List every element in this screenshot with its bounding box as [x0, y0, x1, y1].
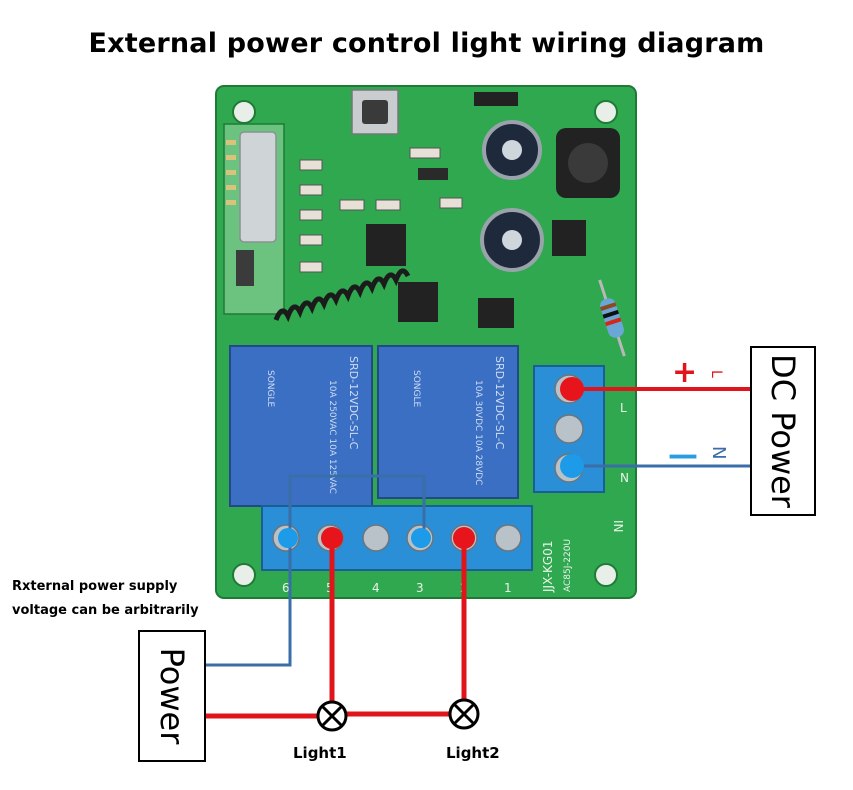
dc-power-box: DC Power — [750, 346, 816, 516]
note-line-1: Rxternal power supply — [12, 579, 178, 594]
terminal-number: 3 — [416, 581, 424, 595]
relay-1-model: SRD-12VDC-SL-C — [347, 356, 360, 450]
ic-chip — [478, 298, 514, 328]
terminal-number: 6 — [282, 581, 290, 595]
mount-hole — [594, 563, 618, 587]
power-box: Power — [138, 630, 206, 762]
terminal-dot-2 — [453, 527, 475, 549]
relay-2-brand: SONGLE — [411, 370, 421, 408]
terminal-dot-3 — [411, 528, 431, 548]
input-label-l: L — [620, 401, 627, 415]
power-supply-note: Rxternal power supply voltage can be arb… — [12, 575, 199, 623]
terminal-dot-l — [560, 377, 584, 401]
relay-2-rating: 10A 30VDC 10A 28VDC — [473, 380, 483, 485]
mount-hole — [232, 563, 256, 587]
light2-lamp-icon — [448, 698, 480, 730]
light2-label: Light2 — [446, 744, 500, 762]
relay-1-rating: 10A 250VAC 10A 125VAC — [327, 380, 337, 494]
minus-n-label: N — [708, 446, 729, 459]
wire-power-common — [205, 474, 426, 667]
ic-chip — [366, 224, 406, 266]
spring-antenna — [273, 268, 411, 323]
terminal-dot-6 — [278, 528, 298, 548]
relay-board: SRD-12VDC-SL-C 10A 250VAC 10A 125VAC SON… — [215, 85, 637, 599]
terminal-dot-5 — [321, 527, 343, 549]
terminal-number: 4 — [372, 581, 380, 595]
ic-chip — [398, 282, 438, 322]
input-label-in: IN — [611, 520, 625, 533]
mount-hole — [232, 100, 256, 124]
dc-power-label: DC Power — [764, 354, 802, 508]
board-model-label: JJX-KG01 — [541, 541, 555, 593]
input-label-n: N — [620, 471, 629, 485]
plus-sign: + — [672, 355, 697, 390]
ic-chip — [552, 220, 586, 256]
relay-1: SRD-12VDC-SL-C 10A 250VAC 10A 125VAC SON… — [229, 345, 373, 507]
plus-l-label: L — [708, 370, 724, 378]
minus-sign: — — [668, 438, 698, 473]
relay-2-model: SRD-12VDC-SL-C — [493, 356, 506, 450]
mount-hole — [594, 100, 618, 124]
note-line-2: voltage can be arbitrarily — [12, 603, 199, 618]
relay-2: SRD-12VDC-SL-C 10A 30VDC 10A 28VDC SONGL… — [377, 345, 519, 499]
power-label: Power — [153, 647, 191, 745]
resistor — [598, 279, 626, 357]
relay-1-brand: SONGLE — [265, 370, 275, 408]
terminal-number: 1 — [504, 581, 512, 595]
diagram-title: External power control light wiring diag… — [88, 28, 765, 59]
light1-label: Light1 — [293, 744, 347, 762]
output-terminal-block — [261, 505, 533, 571]
light1-lamp-icon — [316, 700, 348, 732]
board-voltage-label: AC85J-220U — [563, 539, 573, 592]
terminal-dot-n — [560, 454, 584, 478]
